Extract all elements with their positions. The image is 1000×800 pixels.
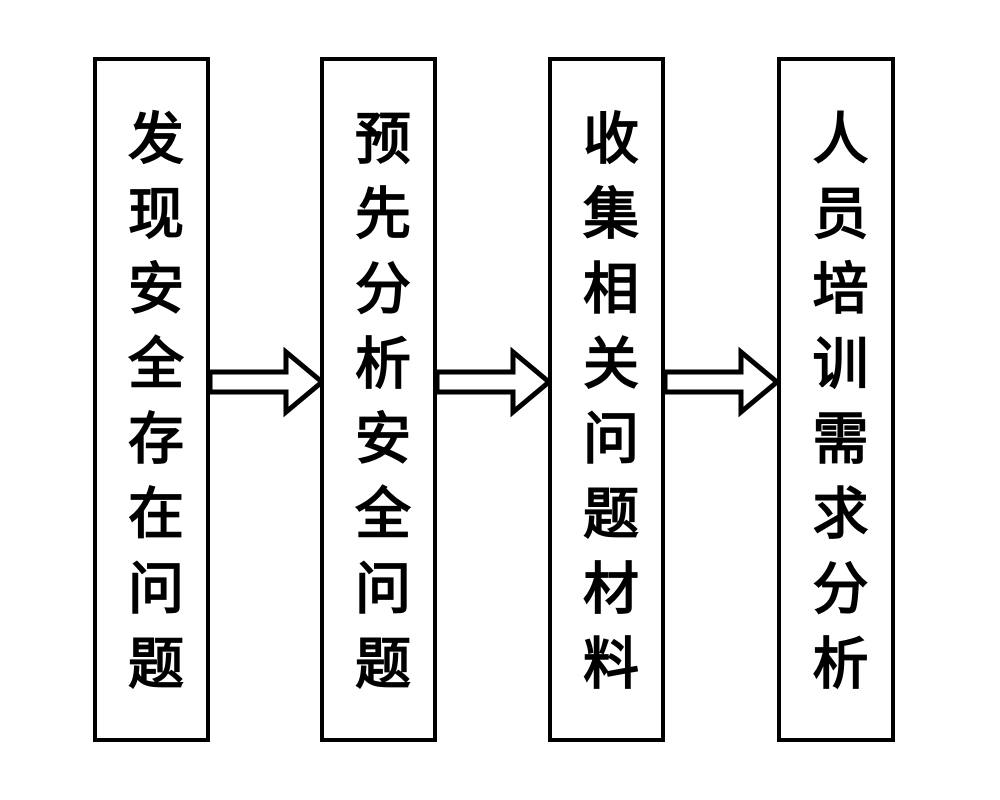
flow-box-label: 人员培训需求分析: [803, 109, 869, 709]
flow-box-pre-analyze-safety-problems: 预先分析安全问题: [320, 57, 437, 742]
flow-box-collect-related-materials: 收集相关问题材料: [548, 57, 665, 742]
right-arrow-icon: [663, 346, 781, 418]
flow-box-label: 发现安全存在问题: [118, 109, 185, 709]
flow-box-label: 收集相关问题材料: [573, 109, 640, 709]
right-arrow-icon: [435, 346, 553, 418]
flow-box-personnel-training-needs-analysis: 人员培训需求分析: [777, 57, 895, 742]
flow-box-discover-safety-problems: 发现安全存在问题: [93, 57, 210, 742]
flow-box-label: 预先分析安全问题: [345, 109, 412, 709]
right-arrow-icon: [208, 346, 326, 418]
